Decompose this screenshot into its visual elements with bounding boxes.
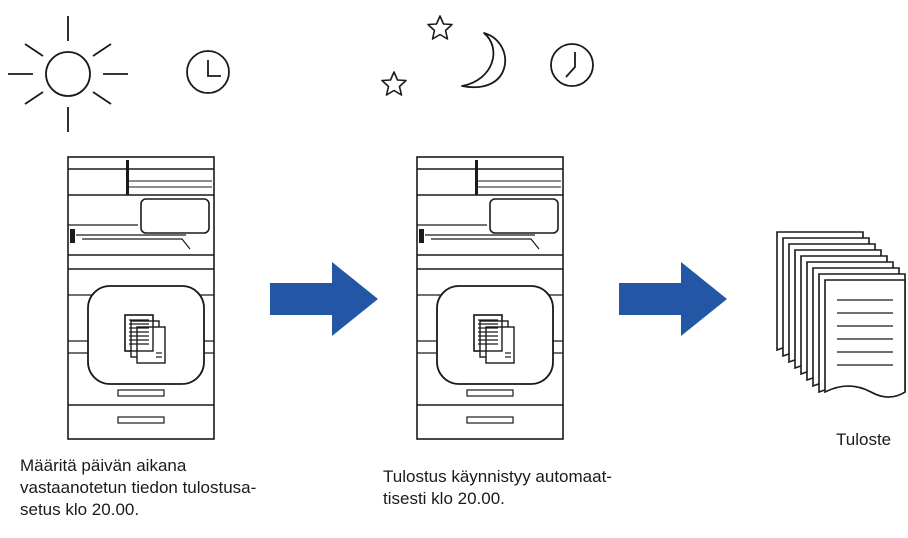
arrow-right-icon xyxy=(619,262,727,336)
sun-icon xyxy=(8,16,128,132)
step1-caption: Määritä päivän aikana vastaanotetun tied… xyxy=(20,456,257,519)
arrow-right-icon xyxy=(270,262,378,336)
clock-icon xyxy=(550,43,594,87)
paper-stack-icon xyxy=(776,231,906,398)
printer-icon xyxy=(67,156,215,440)
clock-icon xyxy=(186,50,230,94)
step2-caption: Tulostus käynnistyy automaat- tisesti kl… xyxy=(383,467,612,508)
star-icon xyxy=(381,71,407,96)
star-icon xyxy=(427,15,453,40)
output-label: Tuloste xyxy=(836,430,892,449)
printer-icon xyxy=(416,156,564,440)
moon-icon xyxy=(461,32,507,89)
